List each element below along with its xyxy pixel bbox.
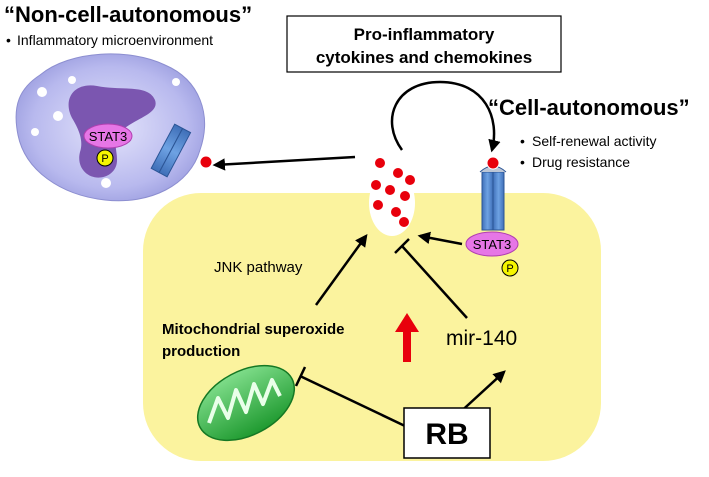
bound-cytokine-left	[199, 155, 213, 169]
cytokine-dot	[374, 157, 386, 169]
cytokine-dot	[384, 184, 396, 196]
right-bullet-glyph-1: •	[520, 133, 525, 149]
jnk-arrow	[314, 233, 368, 306]
stat3-label-right: STAT3	[473, 237, 512, 252]
stat3-blob-right	[465, 231, 519, 257]
cytokine-box-line1: Pro-inflammatory	[354, 25, 495, 44]
bound-cytokine-right	[486, 156, 500, 170]
jnk-pathway-label: JNK pathway	[214, 259, 303, 276]
receptor-right	[479, 165, 507, 231]
phospho-badge-right	[501, 259, 519, 277]
rb-box	[403, 407, 491, 459]
right-bullet-1: Self-renewal activity	[532, 133, 657, 149]
right-bullet-2: Drug resistance	[532, 154, 630, 170]
cytokine-dot	[404, 174, 416, 186]
cytokine-dots	[370, 157, 416, 228]
mito-superoxide-label-2: production	[162, 343, 240, 360]
rb-inhibit-mito-bar	[294, 366, 307, 387]
right-heading-title: “Cell-autonomous”	[488, 95, 690, 120]
stat3-to-vesicle-arrow	[417, 231, 463, 246]
cytokine-dot	[372, 199, 384, 211]
mir140-inhibit-bar	[394, 238, 410, 254]
vacuole	[53, 111, 63, 121]
cytokine-dot	[398, 216, 410, 228]
macrophage-vacuoles	[31, 76, 180, 188]
right-bullet-glyph-2: •	[520, 154, 525, 170]
left-heading-title: “Non-cell-autonomous”	[4, 2, 252, 27]
cytokine-dot	[370, 179, 382, 191]
cytokine-box-line2: cytokines and chemokines	[316, 48, 532, 67]
vacuole	[101, 178, 111, 188]
rb-inhibit-mito-line	[299, 374, 406, 428]
vacuole	[31, 128, 39, 136]
stat3-blob-left	[83, 123, 133, 149]
mitochondrion	[196, 364, 296, 442]
upregulation-arrow	[395, 313, 419, 362]
stat3-label-left: STAT3	[89, 129, 128, 144]
secretion-arrow-left	[212, 155, 356, 171]
phospho-label-left: P	[101, 153, 108, 165]
vacuole	[172, 78, 180, 86]
cytokine-dot	[390, 206, 402, 218]
vacuole	[68, 76, 76, 84]
phospho-badge-left	[96, 149, 114, 167]
autocrine-loop-arrow	[390, 80, 501, 153]
receptor-left	[150, 123, 192, 178]
mito-superoxide-label-1: Mitochondrial superoxide	[162, 321, 345, 338]
left-heading-bullet-glyph: •	[6, 32, 11, 48]
left-heading-bullet: Inflammatory microenvironment	[17, 32, 213, 48]
vacuole	[37, 87, 47, 97]
phospho-label-right: P	[506, 263, 513, 275]
mir140-inhibit-line	[401, 245, 468, 319]
rb-label: RB	[425, 418, 468, 451]
mir140-label: mir-140	[446, 327, 517, 350]
cytokine-box	[286, 15, 562, 73]
cytokine-dot	[392, 167, 404, 179]
cytokine-dot	[399, 190, 411, 202]
